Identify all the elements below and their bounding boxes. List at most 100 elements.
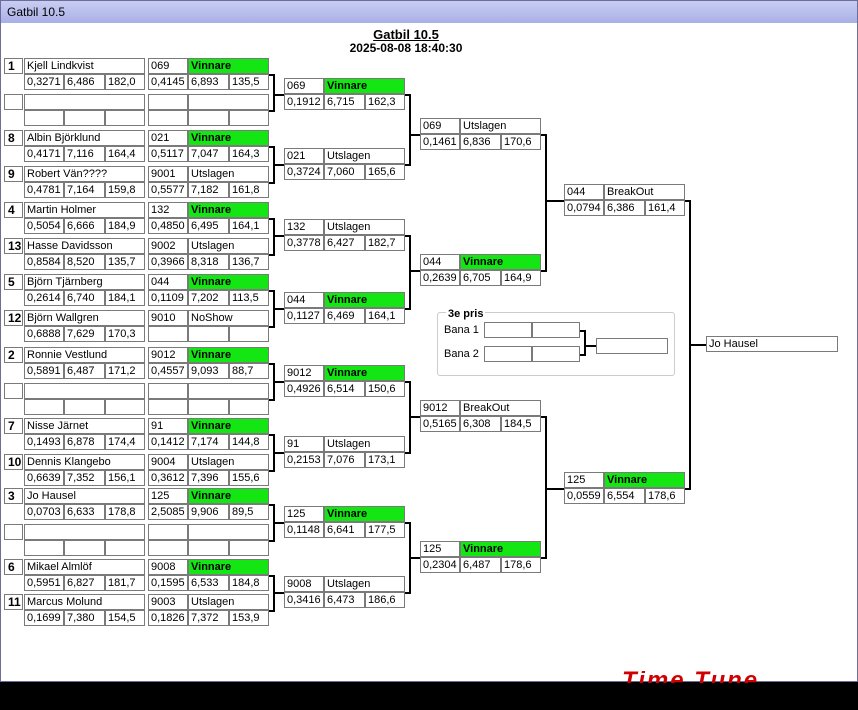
r2-match-reaction-time[interactable]: 0,1148 — [284, 522, 324, 538]
r1-run-elapsed-time[interactable]: 7,202 — [188, 290, 229, 306]
r1-run-elapsed-time[interactable] — [188, 540, 229, 556]
r1-run-reaction-time[interactable] — [148, 540, 188, 556]
r1-run-status[interactable]: Vinnare — [188, 130, 269, 146]
r1-run-car[interactable]: 069 — [148, 58, 188, 74]
driver-elapsed-time[interactable]: 6,633 — [64, 504, 105, 520]
driver-elapsed-time[interactable]: 7,164 — [64, 182, 105, 198]
r1-run-reaction-time[interactable]: 0,1412 — [148, 434, 188, 450]
r1-run-car[interactable] — [148, 383, 188, 399]
driver-name[interactable]: Ronnie Vestlund — [24, 347, 145, 363]
driver-reaction-time[interactable]: 0,3271 — [24, 74, 64, 90]
r2-match-status[interactable]: Vinnare — [324, 78, 405, 94]
r2-match-elapsed-time[interactable]: 6,427 — [324, 235, 365, 251]
r1-run-speed[interactable]: 136,7 — [229, 254, 269, 270]
driver-reaction-time[interactable]: 0,5951 — [24, 575, 64, 591]
r3-match-elapsed-time[interactable]: 6,487 — [460, 557, 501, 573]
r2-match-reaction-time[interactable]: 0,3724 — [284, 164, 324, 180]
r3-match-reaction-time[interactable]: 0,5165 — [420, 416, 460, 432]
seed-number[interactable]: 8 — [4, 130, 23, 146]
r1-run-speed[interactable]: 164,1 — [229, 218, 269, 234]
r1-run-reaction-time[interactable]: 0,3966 — [148, 254, 188, 270]
r1-run-status[interactable]: Vinnare — [188, 418, 269, 434]
r3-match-reaction-time[interactable]: 0,2639 — [420, 270, 460, 286]
driver-name[interactable]: Jo Hausel — [24, 488, 145, 504]
r1-run-reaction-time[interactable]: 2,5085 — [148, 504, 188, 520]
seed-number[interactable] — [4, 94, 23, 110]
r4-match-reaction-time[interactable]: 0,0794 — [564, 200, 604, 216]
r1-run-reaction-time[interactable] — [148, 399, 188, 415]
driver-speed[interactable]: 178,8 — [105, 504, 145, 520]
driver-reaction-time[interactable]: 0,6639 — [24, 470, 64, 486]
r3-match-reaction-time[interactable]: 0,1461 — [420, 134, 460, 150]
r1-run-elapsed-time[interactable]: 7,372 — [188, 610, 229, 626]
r1-run-elapsed-time[interactable]: 7,396 — [188, 470, 229, 486]
r4-match-status[interactable]: BreakOut — [604, 184, 685, 200]
driver-speed[interactable]: 159,8 — [105, 182, 145, 198]
driver-reaction-time[interactable]: 0,1493 — [24, 434, 64, 450]
driver-speed[interactable]: 156,1 — [105, 470, 145, 486]
r2-match-elapsed-time[interactable]: 6,473 — [324, 592, 365, 608]
r2-match-elapsed-time[interactable]: 7,076 — [324, 452, 365, 468]
driver-speed[interactable]: 135,7 — [105, 254, 145, 270]
r1-run-car[interactable]: 9008 — [148, 559, 188, 575]
driver-speed[interactable]: 171,2 — [105, 363, 145, 379]
r1-run-car[interactable]: 125 — [148, 488, 188, 504]
r2-match-car[interactable]: 9012 — [284, 365, 324, 381]
driver-reaction-time[interactable] — [24, 399, 64, 415]
r4-match-elapsed-time[interactable]: 6,554 — [604, 488, 645, 504]
r1-run-status[interactable]: NoShow — [188, 310, 269, 326]
r2-match-car[interactable]: 021 — [284, 148, 324, 164]
r4-match-speed[interactable]: 178,6 — [645, 488, 685, 504]
r1-run-speed[interactable] — [229, 540, 269, 556]
r1-run-car[interactable]: 9001 — [148, 166, 188, 182]
seed-number[interactable]: 7 — [4, 418, 23, 434]
r2-match-elapsed-time[interactable]: 6,469 — [324, 308, 365, 324]
r1-run-reaction-time[interactable]: 0,5577 — [148, 182, 188, 198]
r2-match-status[interactable]: Utslagen — [324, 576, 405, 592]
r2-match-elapsed-time[interactable]: 6,715 — [324, 94, 365, 110]
r3-match-speed[interactable]: 164,9 — [501, 270, 541, 286]
driver-elapsed-time[interactable]: 7,352 — [64, 470, 105, 486]
r2-match-speed[interactable]: 186,6 — [365, 592, 405, 608]
r1-run-speed[interactable]: 184,8 — [229, 575, 269, 591]
r1-run-car[interactable]: 9003 — [148, 594, 188, 610]
driver-reaction-time[interactable] — [24, 540, 64, 556]
r2-match-car[interactable]: 044 — [284, 292, 324, 308]
r1-run-reaction-time[interactable]: 0,1826 — [148, 610, 188, 626]
driver-name[interactable]: Martin Holmer — [24, 202, 145, 218]
r3-match-elapsed-time[interactable]: 6,705 — [460, 270, 501, 286]
r1-run-speed[interactable]: 161,8 — [229, 182, 269, 198]
champion-name[interactable]: Jo Hausel — [706, 336, 838, 352]
r4-match-car[interactable]: 125 — [564, 472, 604, 488]
r1-run-speed[interactable]: 164,3 — [229, 146, 269, 162]
r1-run-elapsed-time[interactable] — [188, 399, 229, 415]
r1-run-speed[interactable]: 135,5 — [229, 74, 269, 90]
r1-run-status[interactable]: Utslagen — [188, 454, 269, 470]
driver-name[interactable]: Björn Tjärnberg — [24, 274, 145, 290]
r1-run-speed[interactable] — [229, 110, 269, 126]
driver-name[interactable] — [24, 94, 145, 110]
driver-elapsed-time[interactable]: 6,487 — [64, 363, 105, 379]
r3-match-elapsed-time[interactable]: 6,308 — [460, 416, 501, 432]
r2-match-elapsed-time[interactable]: 7,060 — [324, 164, 365, 180]
third-lane2-car[interactable] — [484, 346, 532, 362]
r3-match-status[interactable]: Utslagen — [460, 118, 541, 134]
driver-elapsed-time[interactable]: 7,380 — [64, 610, 105, 626]
r1-run-status[interactable] — [188, 383, 269, 399]
r1-run-speed[interactable]: 155,6 — [229, 470, 269, 486]
r1-run-elapsed-time[interactable] — [188, 110, 229, 126]
r2-match-speed[interactable]: 182,7 — [365, 235, 405, 251]
driver-name[interactable]: Björn Wallgren — [24, 310, 145, 326]
r1-run-elapsed-time[interactable]: 6,533 — [188, 575, 229, 591]
r1-run-speed[interactable]: 89,5 — [229, 504, 269, 520]
seed-number[interactable]: 3 — [4, 488, 23, 504]
r2-match-car[interactable]: 069 — [284, 78, 324, 94]
seed-number[interactable]: 6 — [4, 559, 23, 575]
r2-match-reaction-time[interactable]: 0,3778 — [284, 235, 324, 251]
r3-match-reaction-time[interactable]: 0,2304 — [420, 557, 460, 573]
driver-speed[interactable]: 182,0 — [105, 74, 145, 90]
r2-match-reaction-time[interactable]: 0,2153 — [284, 452, 324, 468]
driver-elapsed-time[interactable]: 6,666 — [64, 218, 105, 234]
driver-reaction-time[interactable]: 0,8584 — [24, 254, 64, 270]
driver-elapsed-time[interactable] — [64, 399, 105, 415]
